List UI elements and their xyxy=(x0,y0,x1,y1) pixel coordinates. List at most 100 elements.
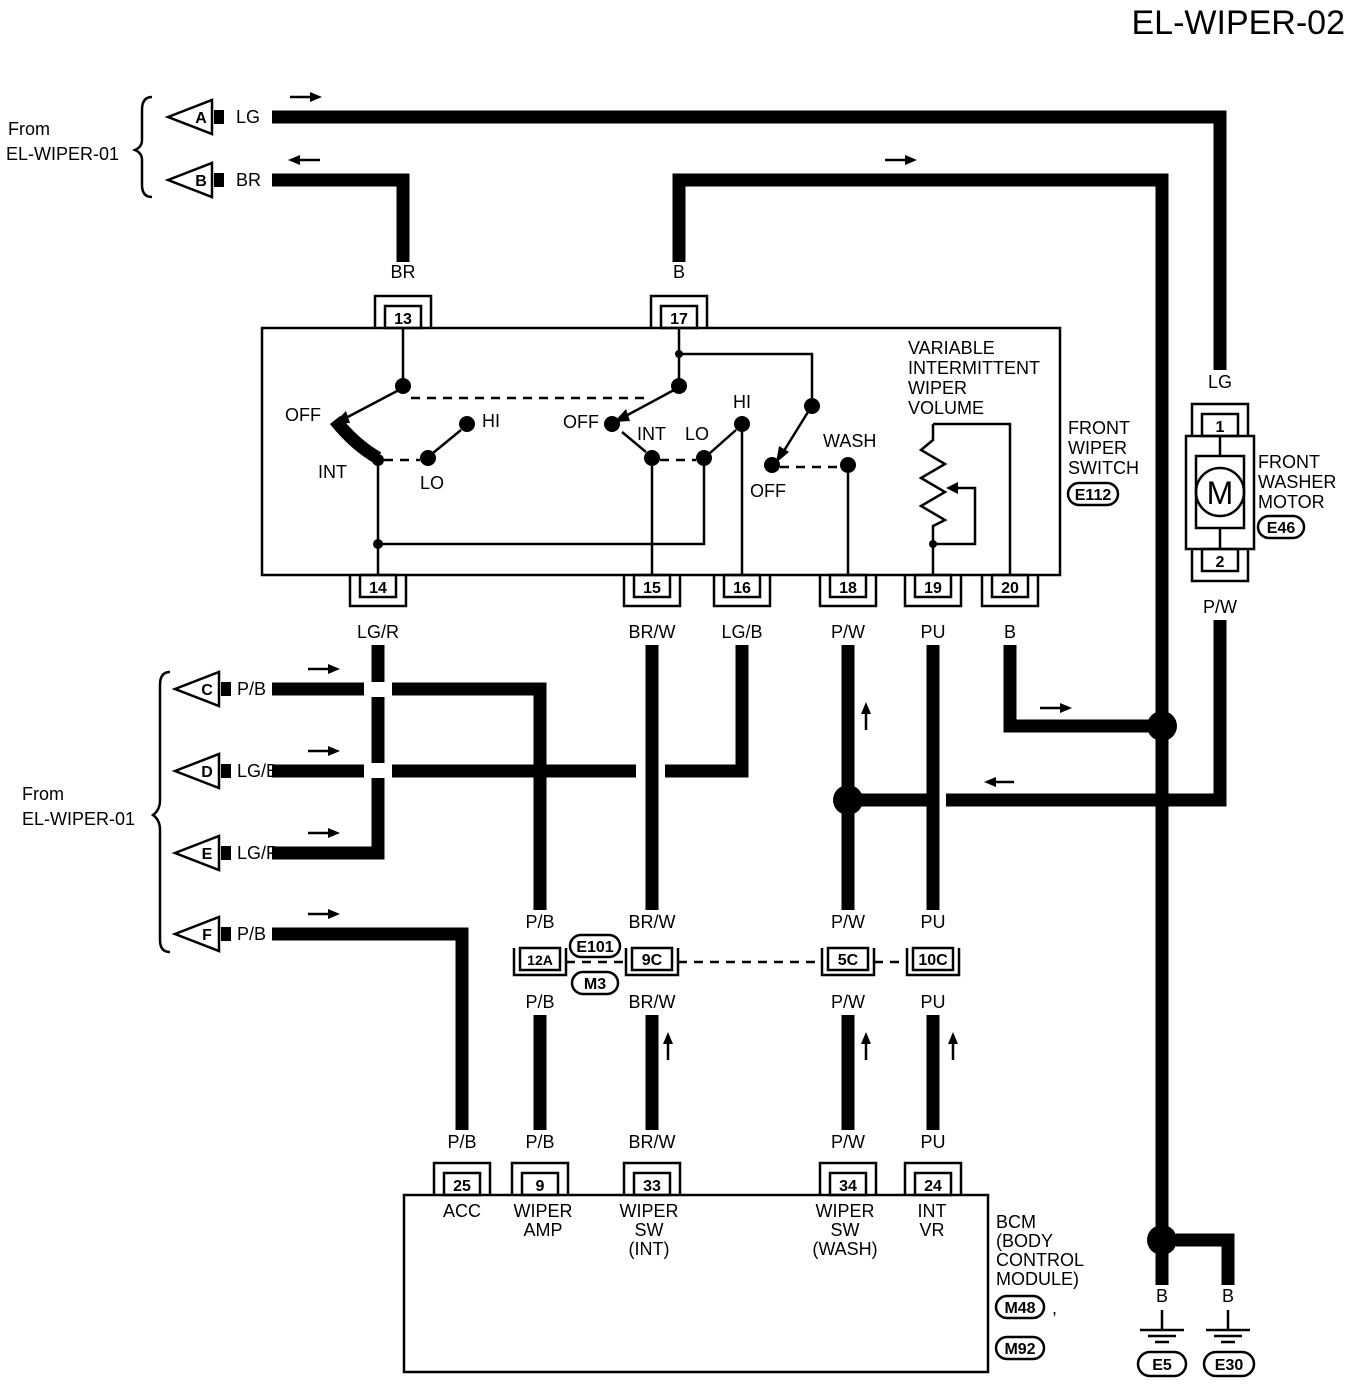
svg-text:P/W: P/W xyxy=(831,992,865,1012)
connector-f-letter: F xyxy=(202,927,212,944)
svg-text:HI: HI xyxy=(733,392,751,412)
wire-b-20 xyxy=(1003,645,1162,733)
svg-text:M3: M3 xyxy=(584,976,606,993)
svg-text:19: 19 xyxy=(924,580,942,597)
brace-top xyxy=(131,95,153,199)
motor-symbol-circle xyxy=(1194,466,1246,518)
diagram-title: EL-WIPER-02 xyxy=(1132,4,1346,42)
joint-connector: P/B BR/W P/W PU 12A 9C 5C 10C E101 M3 P/… xyxy=(512,912,961,1012)
svg-text:From: From xyxy=(22,784,64,804)
svg-text:20: 20 xyxy=(1001,580,1019,597)
svg-text:LG/B: LG/B xyxy=(721,622,762,642)
svg-text:OFF: OFF xyxy=(563,412,599,432)
switch-name: FRONT WIPER SWITCH xyxy=(1068,418,1139,478)
svg-text:E5: E5 xyxy=(1152,1357,1172,1374)
svg-text:OFF: OFF xyxy=(750,481,786,501)
connector-b-color: BR xyxy=(236,170,261,190)
svg-text:P/W: P/W xyxy=(831,912,865,932)
svg-text:PU: PU xyxy=(920,992,945,1012)
connector-d-letter: D xyxy=(201,764,213,781)
svg-text:BR/W: BR/W xyxy=(629,622,676,642)
brace-bottom xyxy=(150,670,171,954)
svg-text:17: 17 xyxy=(670,311,688,328)
svg-text:14: 14 xyxy=(369,580,387,597)
svg-text:M48: M48 xyxy=(1004,1300,1035,1317)
motor-ref: E46 xyxy=(1267,520,1296,537)
svg-text:5C: 5C xyxy=(838,952,859,969)
wire-lg-a xyxy=(272,110,1227,370)
svg-text:VARIABLE: VARIABLE xyxy=(908,338,995,358)
switch-pin-15: 15 BR/W xyxy=(622,573,682,642)
motor-symbol: M xyxy=(1207,475,1234,511)
svg-text:M92: M92 xyxy=(1004,1341,1035,1358)
switch-internal xyxy=(329,328,1012,575)
svg-text:VOLUME: VOLUME xyxy=(908,398,984,418)
svg-text:25: 25 xyxy=(453,1178,471,1195)
svg-text:33: 33 xyxy=(643,1178,661,1195)
svg-text:(WASH): (WASH) xyxy=(812,1239,877,1259)
flow-arrows xyxy=(288,92,1072,1060)
svg-text:P/B: P/B xyxy=(525,1132,554,1152)
svg-text:ACC: ACC xyxy=(443,1201,481,1221)
connector-e-letter: E xyxy=(202,846,213,863)
ground-e5: B E5 xyxy=(1136,1286,1188,1378)
svg-text:VR: VR xyxy=(919,1220,944,1240)
svg-text:INT: INT xyxy=(318,462,347,482)
svg-text:FRONT: FRONT xyxy=(1258,452,1320,472)
wire-pw-motor xyxy=(946,620,1227,807)
switch-pin-16: 16 LG/B xyxy=(712,573,772,642)
svg-text:P/W: P/W xyxy=(831,622,865,642)
bcm-body xyxy=(402,1193,990,1374)
connector-c: C P/B xyxy=(171,670,266,708)
switch-pin-18: 18 P/W xyxy=(818,573,878,642)
svg-text:MODULE): MODULE) xyxy=(996,1269,1079,1289)
wire-pb-c2 xyxy=(392,682,547,910)
switch-position-labels: OFF INT LO HI OFF INT LO HI OFF WASH xyxy=(285,392,876,501)
svg-text:16: 16 xyxy=(733,580,751,597)
svg-text:24: 24 xyxy=(924,1178,942,1195)
svg-text:INTERMITTENT: INTERMITTENT xyxy=(908,358,1040,378)
svg-text:OFF: OFF xyxy=(285,405,321,425)
wire-pb-f xyxy=(272,927,469,1130)
front-washer-motor: LG 1 M 2 P/W FRONT WASHER MOTOR E46 xyxy=(1184,372,1336,617)
bcm-pin-labels: ACC WIPER AMP WIPER SW (INT) WIPER SW (W… xyxy=(443,1201,947,1259)
wire-b-e30 xyxy=(1176,1233,1235,1285)
connector-c-letter: C xyxy=(201,682,213,699)
svg-text:BR: BR xyxy=(390,262,415,282)
svg-text:CONTROL: CONTROL xyxy=(996,1250,1084,1270)
svg-text:PU: PU xyxy=(920,912,945,932)
connector-f: F P/B xyxy=(171,915,266,953)
connector-e: E LG/R xyxy=(171,834,279,872)
svg-text:PU: PU xyxy=(920,1132,945,1152)
bcm-name: BCM (BODY CONTROL MODULE) M48 , M92 xyxy=(994,1212,1084,1361)
svg-text:P/W: P/W xyxy=(831,1132,865,1152)
connector-c-color: P/B xyxy=(237,679,266,699)
svg-text:P/B: P/B xyxy=(525,912,554,932)
switch-pin-17: B 17 xyxy=(649,262,709,330)
svg-text:34: 34 xyxy=(839,1178,857,1195)
svg-text:MOTOR: MOTOR xyxy=(1258,492,1325,512)
svg-text:INT: INT xyxy=(637,424,666,444)
wire-lgr-14c xyxy=(272,778,385,860)
svg-text:18: 18 xyxy=(839,580,857,597)
motor-wire-bottom: P/W xyxy=(1203,597,1237,617)
svg-text:WASHER: WASHER xyxy=(1258,472,1336,492)
connector-a: A LG xyxy=(164,98,260,136)
svg-text:SW: SW xyxy=(635,1220,664,1240)
motor-wire-top: LG xyxy=(1208,372,1232,392)
svg-text:12A: 12A xyxy=(527,952,553,968)
svg-text:BR/W: BR/W xyxy=(629,1132,676,1152)
svg-text:9: 9 xyxy=(536,1178,545,1195)
svg-text:LO: LO xyxy=(685,424,709,444)
svg-text:E30: E30 xyxy=(1215,1357,1244,1374)
svg-text:EL-WIPER-01: EL-WIPER-01 xyxy=(22,809,135,829)
switch-pin-19: 19 PU xyxy=(903,573,963,642)
junction-dot-ground xyxy=(1147,1225,1177,1255)
connector-a-letter: A xyxy=(195,110,207,127)
connector-d-color: LG/B xyxy=(237,761,278,781)
wire-lgb-d3 xyxy=(665,645,749,778)
svg-text:B: B xyxy=(1156,1286,1168,1306)
ground-e30: B E30 xyxy=(1202,1286,1256,1378)
svg-text:P/B: P/B xyxy=(447,1132,476,1152)
svg-text:WIPER: WIPER xyxy=(1068,438,1127,458)
